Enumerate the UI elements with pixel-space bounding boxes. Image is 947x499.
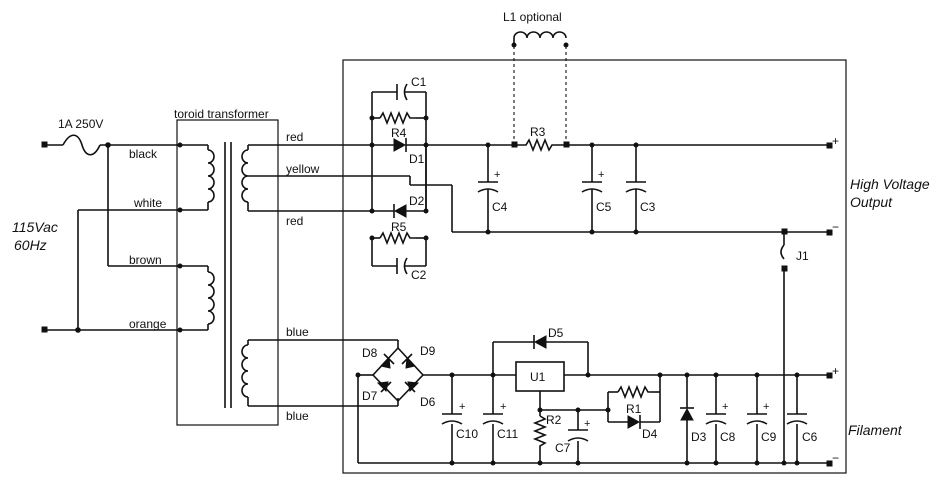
transformer-core — [224, 142, 232, 408]
diode-d8 — [380, 353, 395, 369]
mains-input — [41, 134, 208, 333]
pol-c9: + — [763, 401, 769, 413]
label-d1: D1 — [409, 152, 425, 166]
resistor-r5 — [379, 230, 416, 246]
fuse-symbol — [62, 134, 101, 156]
capacitor-c9 — [746, 413, 768, 425]
fil-plus: + — [832, 364, 839, 378]
capacitor-c7 — [567, 429, 589, 442]
label-c11: C11 — [497, 427, 518, 441]
jumper-j1 — [780, 232, 788, 463]
filament-label: Filament — [848, 422, 903, 438]
label-r3: R3 — [530, 125, 546, 139]
capacitor-c3 — [625, 145, 647, 232]
label-c3: C3 — [640, 200, 656, 214]
wire-label-blue-bottom: blue — [286, 409, 309, 423]
wire-label-brown: brown — [129, 253, 162, 267]
label-c6: C6 — [802, 430, 818, 444]
pol-c4: + — [494, 169, 500, 181]
label-d9: D9 — [420, 344, 436, 358]
label-c2: C2 — [411, 268, 427, 282]
capacitor-c1 — [396, 83, 408, 101]
wire-label-red-bottom: red — [286, 214, 303, 228]
label-d5: D5 — [548, 326, 564, 340]
label-d2: D2 — [409, 194, 425, 208]
filament-wiring — [283, 339, 830, 464]
pcb-outline — [342, 59, 847, 474]
resistor-r2 — [532, 415, 548, 452]
wire-label-black: black — [129, 147, 158, 161]
label-r2: R2 — [546, 413, 562, 427]
capacitor-c8 — [705, 413, 727, 425]
label-r4: R4 — [391, 126, 407, 140]
capacitor-c5 — [581, 145, 603, 232]
hv-junction-dots — [369, 115, 788, 241]
capacitor-c10 — [441, 413, 463, 425]
fuse-label: 1A 250V — [58, 117, 103, 131]
pol-c10: + — [459, 401, 465, 413]
resistor-r3 — [514, 137, 566, 153]
hv-wiring — [283, 45, 830, 267]
fil-minus: − — [832, 451, 839, 465]
resistor-r1 — [617, 384, 651, 400]
label-r5: R5 — [391, 220, 407, 234]
hv-output-label-1: High Voltage — [850, 176, 930, 192]
transformer-secondary-hv — [241, 144, 283, 212]
pol-c8: + — [722, 401, 728, 413]
label-d6: D6 — [420, 395, 436, 409]
label-c5: C5 — [596, 200, 612, 214]
transformer-primary-top — [207, 145, 215, 210]
capacitor-c4 — [477, 145, 499, 232]
transformer-primary-bottom — [207, 266, 215, 330]
mains-voltage-label: 115Vac — [12, 219, 58, 235]
transformer-label: toroid transformer — [174, 107, 269, 121]
capacitor-c2 — [396, 257, 408, 275]
label-d4: D4 — [642, 427, 658, 441]
pol-c11: + — [500, 401, 506, 413]
label-c8: C8 — [720, 430, 736, 444]
mains-freq-label: 60Hz — [14, 237, 47, 253]
diode-d2 — [393, 204, 407, 218]
transformer-outline — [176, 119, 279, 426]
filament-junction-dots — [355, 372, 800, 466]
label-j1: J1 — [796, 249, 809, 263]
transformer-secondary-filament — [241, 339, 283, 407]
diode-d9 — [401, 353, 416, 369]
diode-d1 — [393, 138, 407, 152]
wire-label-white: white — [133, 196, 162, 210]
output-terminals — [826, 142, 833, 467]
label-l1: L1 optional — [503, 10, 562, 24]
pol-c5: + — [598, 169, 604, 181]
label-d7: D7 — [362, 389, 378, 403]
hv-output-label-2: Output — [850, 194, 893, 210]
diode-d7 — [376, 381, 392, 393]
regulator-u1 — [515, 361, 565, 392]
diode-d5 — [533, 335, 547, 349]
label-c1: C1 — [411, 75, 427, 89]
label-d8: D8 — [362, 346, 378, 360]
label-r1: R1 — [626, 402, 642, 416]
wire-label-yellow: yellow — [286, 162, 320, 176]
diode-d4 — [627, 415, 641, 429]
wire-label-orange: orange — [129, 317, 167, 331]
label-c10: C10 — [456, 427, 478, 441]
diode-d6 — [404, 381, 420, 393]
wire-label-red-top: red — [286, 130, 303, 144]
label-d3: D3 — [691, 430, 707, 444]
pol-c7: + — [584, 418, 590, 430]
hv-plus: + — [832, 134, 839, 148]
label-c4: C4 — [492, 200, 508, 214]
label-u1: U1 — [530, 370, 546, 384]
capacitor-c11 — [482, 413, 504, 425]
label-c9: C9 — [761, 430, 777, 444]
wire-label-blue-top: blue — [286, 325, 309, 339]
capacitor-c6 — [786, 413, 808, 425]
resistor-r4 — [379, 110, 416, 126]
hv-minus: − — [832, 220, 839, 234]
inductor-l1 — [511, 31, 569, 48]
label-c7: C7 — [555, 441, 571, 455]
diode-d3 — [680, 407, 694, 421]
